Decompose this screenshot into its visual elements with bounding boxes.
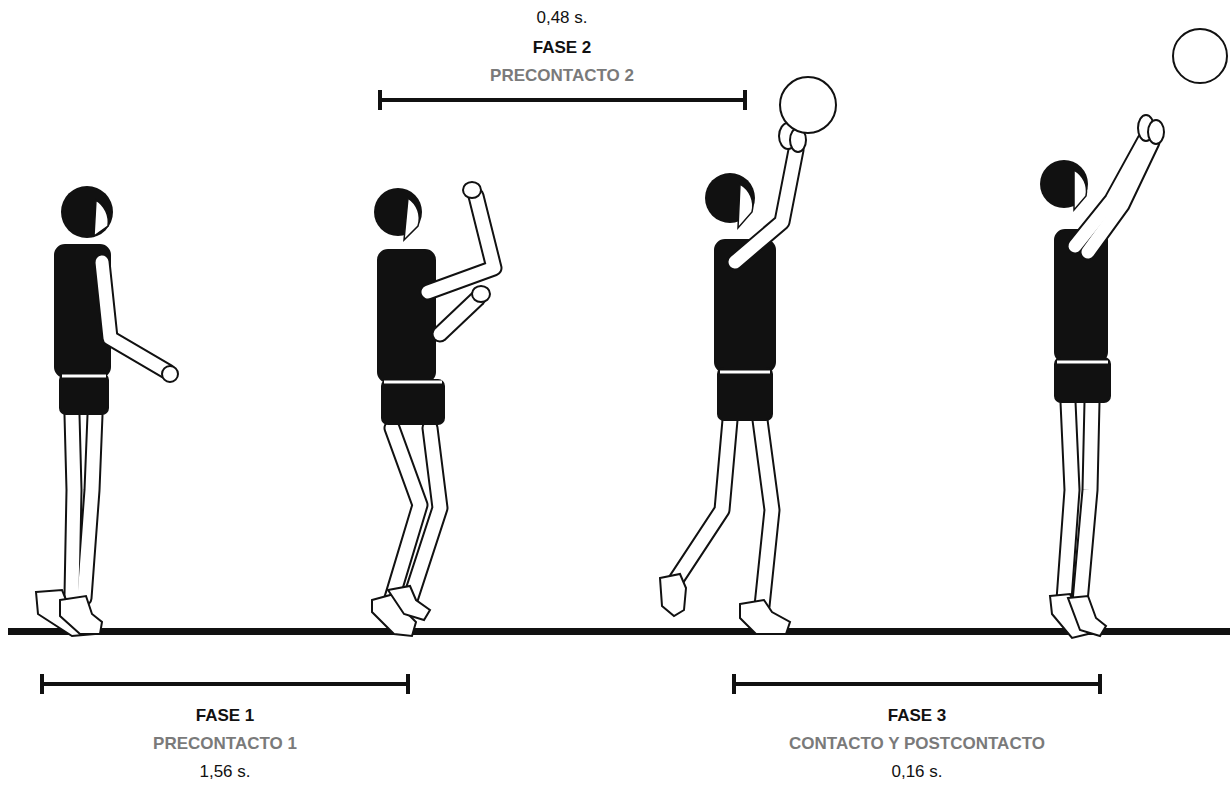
player-figure bbox=[1040, 29, 1227, 638]
ball bbox=[1173, 29, 1227, 83]
phase-subtitle: CONTACTO Y POSTCONTACTO bbox=[789, 734, 1045, 754]
duration-label: 0,48 s. bbox=[536, 8, 587, 28]
phase-brackets bbox=[42, 90, 1100, 694]
phase-title: FASE 1 bbox=[196, 706, 255, 726]
phase-title: FASE 3 bbox=[888, 706, 947, 726]
duration-label: 1,56 s. bbox=[199, 762, 250, 782]
player-figure bbox=[36, 186, 178, 636]
player-figure bbox=[660, 77, 836, 634]
phase-subtitle: PRECONTACTO 1 bbox=[153, 734, 297, 754]
phase-subtitle: PRECONTACTO 2 bbox=[490, 66, 634, 86]
player-figure bbox=[372, 182, 494, 636]
phase-title: FASE 2 bbox=[533, 38, 592, 58]
ball bbox=[780, 77, 836, 133]
duration-label: 0,16 s. bbox=[891, 762, 942, 782]
ground-line bbox=[8, 628, 1230, 635]
